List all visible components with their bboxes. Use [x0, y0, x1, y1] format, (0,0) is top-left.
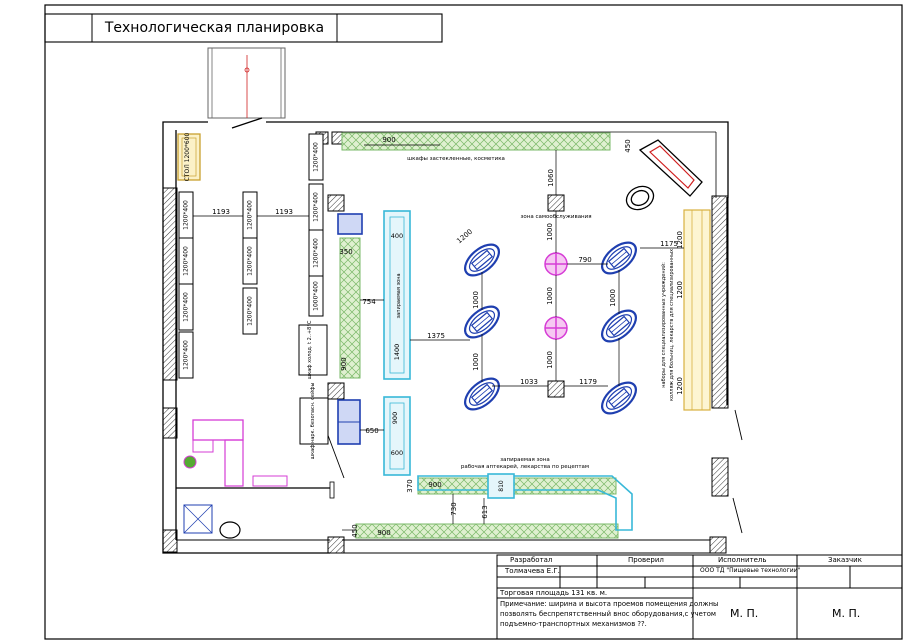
- dim-1000-c: 1000: [546, 351, 554, 369]
- dim-1375: 1375: [427, 332, 445, 340]
- rack-size-label: 1200*400: [183, 292, 190, 322]
- dim-1193-a: 1193: [212, 208, 230, 216]
- dim-1000-b: 1000: [546, 287, 554, 305]
- dim-1200-diag: 1200: [455, 228, 474, 246]
- dimension-lines: [193, 215, 309, 217]
- closed-zone-label-2: запираемая зона: [500, 457, 550, 463]
- special-label-2: колляж для больниц, лекарств для специал…: [669, 249, 675, 401]
- dim-1000-e: 1000: [472, 353, 480, 371]
- rack-size-label: 1200*400: [183, 246, 190, 276]
- recipe-zone-label: рабочая аптекарей, лекарства по рецептам: [461, 463, 589, 470]
- dim-730: 730: [450, 502, 458, 515]
- dim-1200-r3: 1200: [676, 377, 684, 395]
- back-room-fixtures: [183, 419, 288, 539]
- rack-size-label: 1200*400: [183, 200, 190, 230]
- dim-1000-f: 1000: [609, 289, 617, 307]
- stamp-executor-label: Исполнитель: [718, 556, 767, 564]
- dim-1193-b: 1193: [275, 208, 293, 216]
- shelf-400: 400: [391, 232, 403, 240]
- blue-cabinets: [337, 213, 363, 445]
- shelf-1400: 1400: [393, 344, 401, 361]
- dim-350: 350: [339, 248, 352, 256]
- table-1200x600: [177, 133, 201, 181]
- cosmetics-label: шкафы застекленные, косметика: [407, 156, 505, 162]
- stamp-area: Торговая площадь 131 кв. м.: [500, 589, 608, 597]
- rack-size-label: 1200*400: [247, 246, 254, 276]
- dim-613: 613: [481, 505, 489, 518]
- stamp-checked-label: Проверил: [628, 556, 664, 564]
- rack-column-left: [178, 191, 194, 379]
- rack-size-label: 1200*400: [247, 296, 254, 326]
- stamp-developer-name: Толмачева Е.Г.: [505, 567, 560, 575]
- entrance-vestibule: [207, 47, 286, 129]
- sheet-frame: [44, 4, 903, 640]
- stamp-note-2: позволять беспрепятственный внос оборудо…: [500, 610, 717, 618]
- dim-900-bot: 900: [428, 481, 441, 489]
- dim-1060: 1060: [547, 169, 555, 187]
- dim-1179: 1179: [579, 378, 597, 386]
- dimension-guides: [342, 144, 684, 531]
- rack-size-label: 1200*400: [313, 192, 320, 222]
- rack-size-label: 1000*400: [313, 281, 320, 311]
- dim-1200-r1: 1200: [676, 231, 684, 249]
- shelf-900: 900: [391, 412, 399, 424]
- shelving-right-wall: [683, 209, 711, 411]
- shelving-top-wall: [341, 132, 611, 151]
- stamp-mp-1: М. П.: [730, 607, 759, 620]
- stamp-note-3: подъемно-транспортных механизмов ??.: [500, 620, 647, 628]
- dim-1000-d: 1000: [472, 291, 480, 309]
- rack-size-label: 1200*400: [247, 200, 254, 230]
- dim-790: 790: [578, 256, 591, 264]
- dim-900-left: 900: [340, 357, 348, 370]
- safe-label: шкаф нарк. безопасн. сейфы: [309, 382, 316, 459]
- fridge-label: шкаф холод. t 2..+8°C: [307, 320, 313, 379]
- dim-370: 370: [406, 479, 414, 492]
- dim-450-bot: 450: [351, 524, 359, 537]
- dim-1200-r2: 1200: [676, 281, 684, 299]
- dim-450-top: 450: [624, 139, 632, 152]
- table-label: СТОЛ 1200*600: [184, 132, 191, 181]
- showcase-island: [383, 210, 411, 476]
- dim-1000-a: 1000: [546, 223, 554, 241]
- showcase-bottom: [417, 473, 633, 531]
- fridge-cabinet: [298, 324, 328, 376]
- dim-900-bot2: 900: [377, 529, 390, 537]
- shelf-600: 600: [391, 449, 403, 457]
- stamp-note-1: Примечание: ширина и высота проемов поме…: [500, 600, 719, 608]
- safe-cabinet: [299, 397, 329, 445]
- rack-size-label: 1200*400: [313, 142, 320, 172]
- self-service-label: зона самообслуживания: [520, 214, 591, 220]
- stamp-executor-org: ООО ТД "Пищевые технологии": [700, 567, 801, 574]
- wall-hatching: [162, 131, 729, 554]
- title-box: [44, 13, 443, 43]
- rack-size-label: 1200*400: [313, 238, 320, 268]
- stamp-developer-label: Разработал: [510, 556, 553, 564]
- dim-810: 810: [498, 480, 505, 492]
- shelving-left-locked: [339, 237, 361, 379]
- stamp-mp-2: М. П.: [832, 607, 861, 620]
- dim-1033: 1033: [520, 378, 538, 386]
- rack-size-label: 1200*400: [183, 340, 190, 370]
- drawing-title: Технологическая планировка: [104, 20, 325, 36]
- special-label-1: наборы для специализированных учреждений…: [660, 262, 667, 388]
- dim-900-top: 900: [382, 136, 395, 144]
- title-block: [496, 554, 903, 640]
- rack-column-middle: [242, 191, 258, 335]
- dim-650: 650: [365, 427, 378, 435]
- closed-zone-label: запираемая зона: [396, 273, 402, 318]
- dim-1175: 1175: [660, 240, 678, 248]
- rack-column-right: [308, 133, 324, 317]
- sofa: [625, 139, 703, 211]
- stamp-customer-label: Заказчик: [828, 556, 862, 564]
- shelving-bottom-1: [417, 477, 617, 495]
- shelving-bottom-2: [355, 523, 619, 539]
- dim-754: 754: [362, 298, 376, 306]
